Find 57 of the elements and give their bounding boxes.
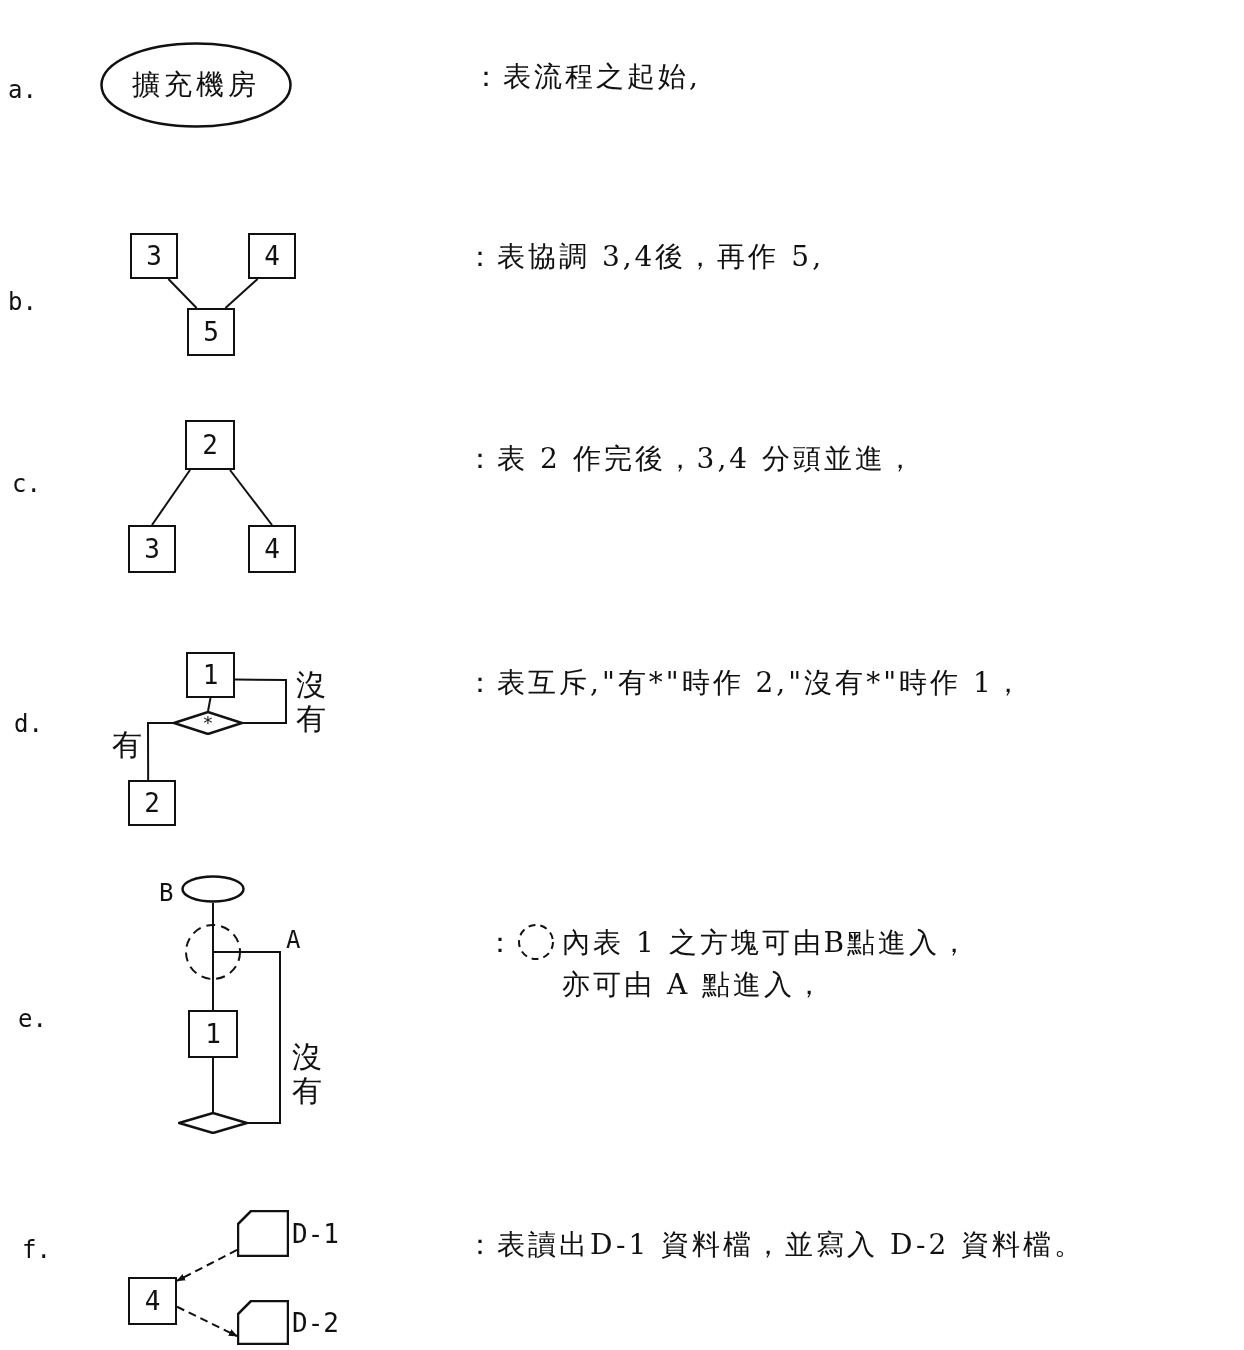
description-text: ：表 2 作完後，3,4 分頭並進， bbox=[466, 441, 918, 477]
node-text: D-1 bbox=[292, 1218, 339, 1249]
process-box bbox=[128, 1277, 177, 1325]
description-text: 內表 1 之方塊可由B點進入，亦可由 A 點進入， bbox=[562, 925, 972, 1003]
node-text: 擴充機房 bbox=[132, 67, 260, 103]
arrow bbox=[176, 1248, 238, 1282]
decision-diamond bbox=[173, 711, 243, 735]
description-text: ： bbox=[486, 925, 517, 961]
node-text: 4 bbox=[264, 534, 280, 564]
process-box bbox=[188, 1010, 238, 1058]
description-text: ：表協調 3,4後，再作 5, bbox=[466, 239, 825, 275]
item-letter: f. bbox=[22, 1236, 51, 1264]
node-text: 1 bbox=[205, 1019, 221, 1049]
connector-line bbox=[151, 469, 191, 526]
description-text: ：表讀出D-1 資料檔，並寫入 D-2 資料檔。 bbox=[466, 1227, 1086, 1263]
node-text: 2 bbox=[144, 788, 160, 818]
connector-line bbox=[147, 722, 174, 781]
connector-line bbox=[212, 1057, 214, 1113]
edge-label: 沒有 bbox=[296, 668, 327, 736]
node-text: 2 bbox=[202, 430, 218, 460]
item-letter: d. bbox=[14, 710, 43, 738]
point-label: B bbox=[159, 879, 174, 907]
item-letter: c. bbox=[12, 470, 41, 498]
connector-line bbox=[229, 469, 273, 526]
process-box bbox=[248, 233, 296, 279]
node-text: D-2 bbox=[292, 1307, 339, 1338]
process-box bbox=[130, 233, 178, 279]
terminal-oval bbox=[181, 875, 245, 903]
description-text: ：表流程之起始, bbox=[472, 59, 701, 95]
node-text: 3 bbox=[144, 534, 160, 564]
connector-line bbox=[212, 951, 281, 1124]
process-box bbox=[128, 780, 176, 826]
node-text: * bbox=[202, 714, 214, 732]
connector-line bbox=[167, 278, 198, 309]
connector-line bbox=[224, 278, 259, 309]
edge-label: 沒有 bbox=[292, 1040, 323, 1108]
terminal-oval bbox=[100, 42, 292, 128]
process-box bbox=[187, 308, 235, 356]
item-letter: e. bbox=[18, 1005, 47, 1033]
process-box bbox=[186, 652, 235, 698]
node-text: 4 bbox=[264, 241, 280, 271]
node-text: 1 bbox=[202, 660, 219, 690]
item-letter: a. bbox=[8, 76, 37, 104]
process-box bbox=[128, 525, 176, 573]
process-box bbox=[185, 420, 235, 470]
decision-diamond bbox=[178, 1112, 248, 1134]
process-box bbox=[248, 525, 296, 573]
connector-line bbox=[207, 697, 212, 712]
point-label: A bbox=[286, 926, 301, 954]
arrow bbox=[176, 1305, 238, 1337]
node-text: 3 bbox=[146, 241, 162, 271]
edge-label: 有 bbox=[112, 728, 143, 762]
item-letter: b. bbox=[8, 288, 37, 316]
node-text: 5 bbox=[203, 317, 219, 347]
description-text: ：表互斥,"有*"時作 2,"沒有*"時作 1， bbox=[466, 665, 1025, 701]
node-text: 4 bbox=[144, 1286, 161, 1316]
connector-line bbox=[234, 678, 287, 724]
